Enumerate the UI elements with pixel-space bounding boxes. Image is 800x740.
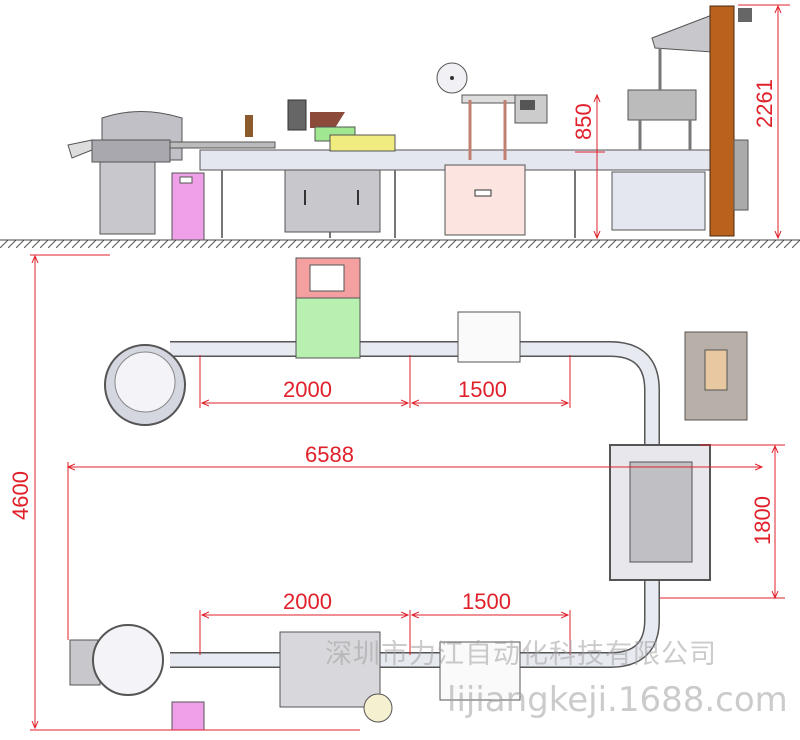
- capping-machine-with-elevator: [611, 5, 752, 237]
- dimension-6588: 6588: [305, 442, 354, 467]
- plan-conveyor-path: [170, 341, 660, 668]
- watermark-url: lijiangkeji.1688.com: [447, 680, 788, 720]
- dimension-top-2000: 2000: [283, 377, 332, 402]
- dimension-1800: 1800: [750, 496, 775, 545]
- sealing-machine: [436, 62, 548, 236]
- dimension-top-1500: 1500: [458, 377, 507, 402]
- labeling-machine: [245, 99, 396, 233]
- dimension-bottom-2000: 2000: [283, 589, 332, 614]
- control-cabinet-pink: [171, 172, 205, 241]
- dimension-bottom-1500: 1500: [462, 589, 511, 614]
- vibratory-bowl-feeder: [67, 111, 276, 235]
- plan-keypad-pink: [171, 701, 205, 731]
- ground-hatch: [0, 240, 800, 248]
- watermark-company: 深圳市力江自动化科技有限公司: [325, 639, 717, 670]
- plan-bowl-feeder-bottom: [92, 624, 164, 696]
- dimension-4600: 4600: [8, 471, 33, 520]
- bottle-elevator: [709, 5, 735, 237]
- elevation-view: 850 2261: [0, 4, 800, 248]
- dimension-2261: 2261: [752, 79, 777, 128]
- plan-view: 4600 6588 1800 2000 1500 2000 1500: [8, 254, 785, 731]
- dimension-850: 850: [571, 103, 596, 140]
- plan-sealer: [457, 311, 521, 363]
